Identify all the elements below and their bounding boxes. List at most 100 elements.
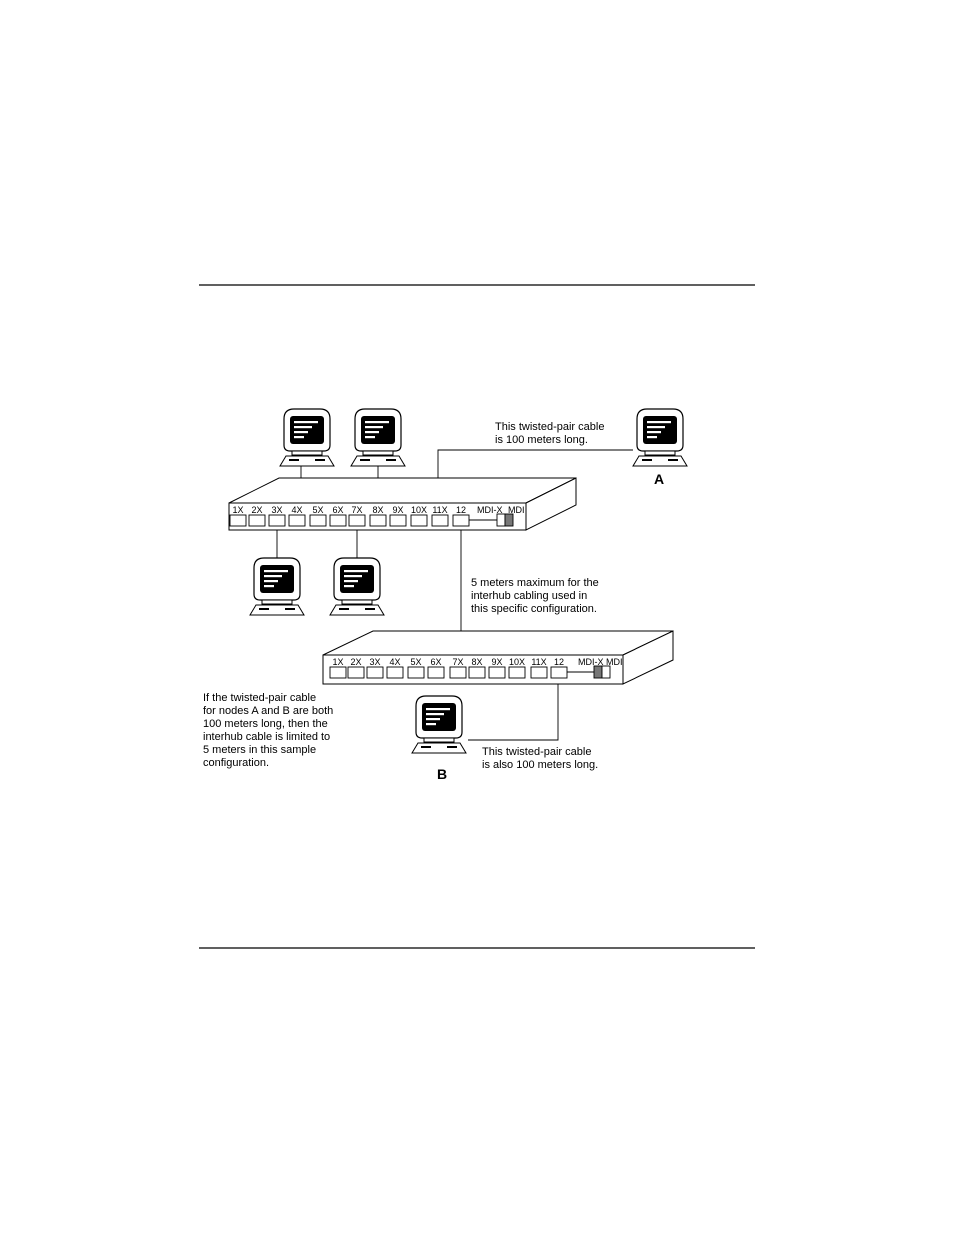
computer-bottom-left [249,557,305,616]
screen [361,416,395,444]
keyboard-key [447,746,457,748]
port-4x [288,514,306,527]
keyboard [279,455,335,467]
port-8x [369,514,387,527]
switch-mdi-x [496,513,506,527]
screen-text-line [647,431,661,434]
keyboard [329,604,385,616]
port-7x [449,666,467,679]
port-label: 1X [332,657,343,667]
port-label: 7X [452,657,463,667]
monitor-stand [261,599,293,605]
cable-a-note-line: is 100 meters long. [495,434,588,446]
port-9x [488,666,506,679]
screen-text-line [344,585,354,588]
limit-note-line: 100 meters long, then the [203,718,328,730]
hub-top-face [228,477,577,504]
hub-top-face [322,630,674,656]
interhub-note-line: this specific configuration. [471,603,597,615]
port-label: 7X [351,505,362,515]
monitor-stand [362,450,394,456]
screen [290,416,324,444]
interhub-note-line: 5 meters maximum for the [471,577,599,589]
screen-text-line [365,426,383,429]
port-4x [386,666,404,679]
port-label: 10X [411,505,427,515]
computers [249,408,688,754]
switch-mdi [601,665,611,679]
computer-bottom-right [329,557,385,616]
monitor-stand [423,737,455,743]
screen-text-line [365,436,375,439]
port-label: 2X [251,505,262,515]
port-11x [530,666,548,679]
switch-mdi [504,513,514,527]
port-label: 11X [531,657,546,667]
cable-b-note-line: is also 100 meters long. [482,759,598,771]
port-label: 11X [432,505,447,515]
port-10x [508,666,526,679]
screen-text-line [264,570,288,573]
port-1x [229,514,247,527]
screen-text-line [264,580,278,583]
port-12 [550,666,568,679]
computer-top-left [279,408,335,467]
screen [340,565,374,593]
port-6x [329,514,347,527]
switch-mdi-x [593,665,603,679]
port-label: 10X [509,657,525,667]
node-b-label: B [437,766,447,782]
keyboard-key [668,459,678,461]
screen-text-line [294,431,308,434]
screen-text-line [647,421,671,424]
port-2x [347,666,365,679]
keyboard-key [386,459,396,461]
cable-b-note: This twisted-pair cable is also 100 mete… [482,746,598,771]
keyboard-key [360,459,370,461]
switch-label-mdi-x: MDI-X [578,657,604,667]
port-label: 8X [372,505,383,515]
screen-text-line [426,713,444,716]
cable-a-note-line: This twisted-pair cable [495,421,604,433]
switch-label-mdi: MDI [508,505,525,515]
port-10x [410,514,428,527]
screen [260,565,294,593]
keyboard-key [259,608,269,610]
keyboard [249,604,305,616]
port-2x [248,514,266,527]
screen-text-line [647,436,657,439]
monitor-stand [341,599,373,605]
port-label: 8X [471,657,482,667]
limit-note-line: 5 meters in this sample [203,744,316,756]
port-label: 3X [369,657,380,667]
node-a-label: A [654,471,664,487]
port-12 [452,514,470,527]
port-label: 2X [350,657,361,667]
port-5x [309,514,327,527]
port-label: 1X [232,505,243,515]
keyboard-key [285,608,295,610]
screen-text-line [426,723,436,726]
keyboard-key [339,608,349,610]
screen-text-line [365,421,389,424]
screen-text-line [294,436,304,439]
port-label: 6X [430,657,441,667]
screen-text-line [264,585,274,588]
cable-a-note: This twisted-pair cable is 100 meters lo… [495,421,608,446]
port-label: 4X [389,657,400,667]
limit-note-line: If the twisted-pair cable [203,692,316,704]
port-label: 6X [332,505,343,515]
port-label: 9X [491,657,502,667]
screen-text-line [344,575,362,578]
screen-text-line [344,580,358,583]
port-label: 3X [271,505,282,515]
keyboard-key [315,459,325,461]
cable-b-note-line: This twisted-pair cable [482,746,591,758]
port-3x [366,666,384,679]
computer-top-right [350,408,406,467]
port-label: 5X [410,657,421,667]
limit-note-line: configuration. [203,757,269,769]
cable-node-b [468,676,559,741]
